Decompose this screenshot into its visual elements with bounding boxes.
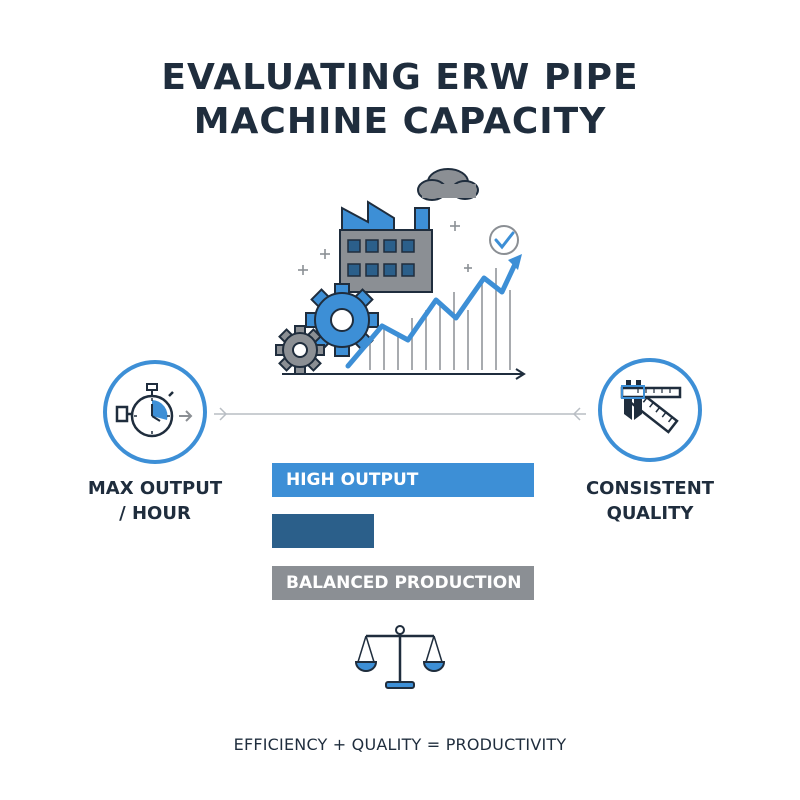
consistent-quality-circle [598, 358, 702, 462]
smoke-cloud-icon [417, 168, 479, 201]
chart-bars [369, 268, 511, 370]
bar-balanced-production: BALANCED PRODUCTION [272, 566, 534, 600]
consistent-quality-label-line-2: QUALITY [606, 503, 694, 524]
bar-high-output: HIGH OUTPUT [272, 463, 534, 497]
bar-mid [272, 514, 374, 548]
title-line-1: EVALUATING ERW PIPE [161, 57, 639, 98]
consistent-quality-label-line-1: CONSISTENT [585, 478, 715, 499]
factory-icon [339, 200, 433, 293]
checkmark-circle-icon [489, 225, 519, 255]
balance-scale-icon [354, 625, 446, 689]
connector-line [214, 407, 586, 421]
gear-icon-small [275, 325, 325, 375]
x-axis [282, 368, 526, 380]
max-output-label-line-1: MAX OUTPUT [87, 478, 223, 499]
trend-arrow-icon [345, 254, 522, 369]
stopwatch-icon [115, 383, 193, 438]
footer-formula: EFFICIENCY + QUALITY = PRODUCTIVITY [233, 735, 567, 754]
max-output-label-line-2: / HOUR [119, 503, 191, 524]
page-title: EVALUATING ERW PIPE MACHINE CAPACITY [0, 56, 800, 144]
caliper-ruler-icon [620, 380, 682, 434]
max-output-label: MAX OUTPUT / HOUR [65, 476, 245, 526]
consistent-quality-label: CONSISTENT QUALITY [560, 476, 740, 526]
plus-sparkle-icon [298, 221, 472, 275]
hero-illustration [275, 168, 526, 380]
title-line-2: MACHINE CAPACITY [193, 101, 607, 142]
max-output-circle [103, 360, 207, 464]
